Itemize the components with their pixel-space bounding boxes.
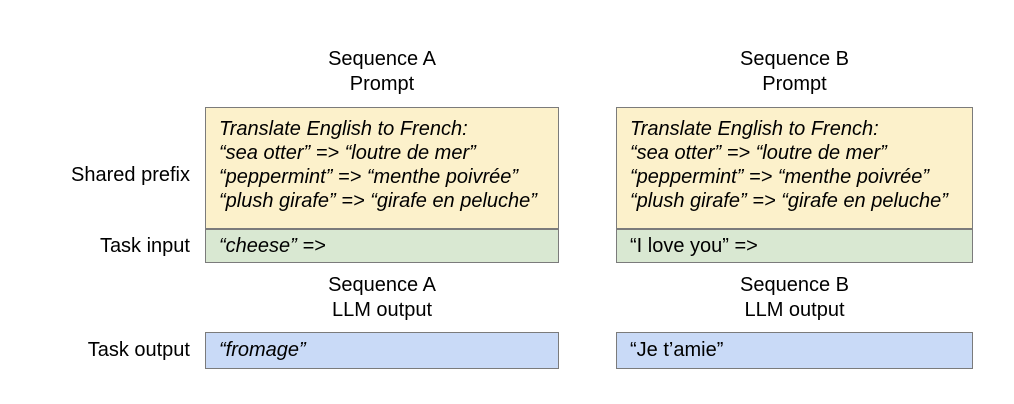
llm-output-text-sequence-b: “Je t’amie”: [630, 339, 724, 361]
shared-prefix-box-sequence-a: Translate English to French: “sea otter”…: [205, 107, 559, 229]
header-sequence-b-prompt: Sequence B Prompt: [616, 47, 973, 97]
shared-prefix-box-sequence-b: Translate English to French: “sea otter”…: [616, 107, 973, 229]
header-sequence-a-output-line2: LLM output: [331, 299, 433, 321]
task-input-text-sequence-a: “cheese” =>: [219, 234, 326, 257]
task-input-box-sequence-a: “cheese” =>: [205, 229, 559, 263]
task-output-box-sequence-a: “fromage”: [205, 332, 559, 369]
task-output-box-sequence-b: “Je t’amie”: [616, 332, 973, 369]
header-sequence-a-prompt-line2: Prompt: [349, 73, 415, 95]
prefix-line: “peppermint” => “menthe poivrée”: [219, 166, 519, 188]
task-input-box-sequence-b: “I love you” =>: [616, 229, 973, 263]
header-sequence-b-output-line2: LLM output: [744, 299, 845, 321]
prefix-line: Translate English to French:: [630, 118, 879, 140]
header-sequence-b-output: Sequence B LLM output: [616, 273, 973, 323]
llm-output-text-sequence-a: “fromage”: [219, 339, 306, 361]
prefix-line: Translate English to French:: [219, 118, 468, 140]
label-shared-prefix: Shared prefix: [71, 164, 190, 186]
header-sequence-a-output: Sequence A LLM output: [205, 273, 559, 323]
prefix-line: “sea otter” => “loutre de mer”: [219, 142, 476, 164]
task-input-text-sequence-b: “I love you” =>: [630, 234, 758, 257]
header-sequence-a-output-line1: Sequence A: [328, 274, 436, 296]
prefix-line: “plush girafe” => “girafe en peluche”: [219, 190, 537, 212]
prefix-line: “plush girafe” => “girafe en peluche”: [630, 190, 948, 212]
prefix-line: “sea otter” => “loutre de mer”: [630, 142, 887, 164]
header-sequence-a-prompt: Sequence A Prompt: [205, 47, 559, 97]
label-task-output: Task output: [87, 339, 190, 361]
label-task-input: Task input: [99, 235, 190, 257]
header-sequence-b-prompt-line2: Prompt: [762, 73, 827, 95]
header-sequence-b-output-line1: Sequence B: [740, 274, 849, 296]
prefix-line: “peppermint” => “menthe poivrée”: [630, 166, 930, 188]
header-sequence-b-prompt-line1: Sequence B: [740, 48, 849, 70]
header-sequence-a-prompt-line1: Sequence A: [328, 48, 436, 70]
